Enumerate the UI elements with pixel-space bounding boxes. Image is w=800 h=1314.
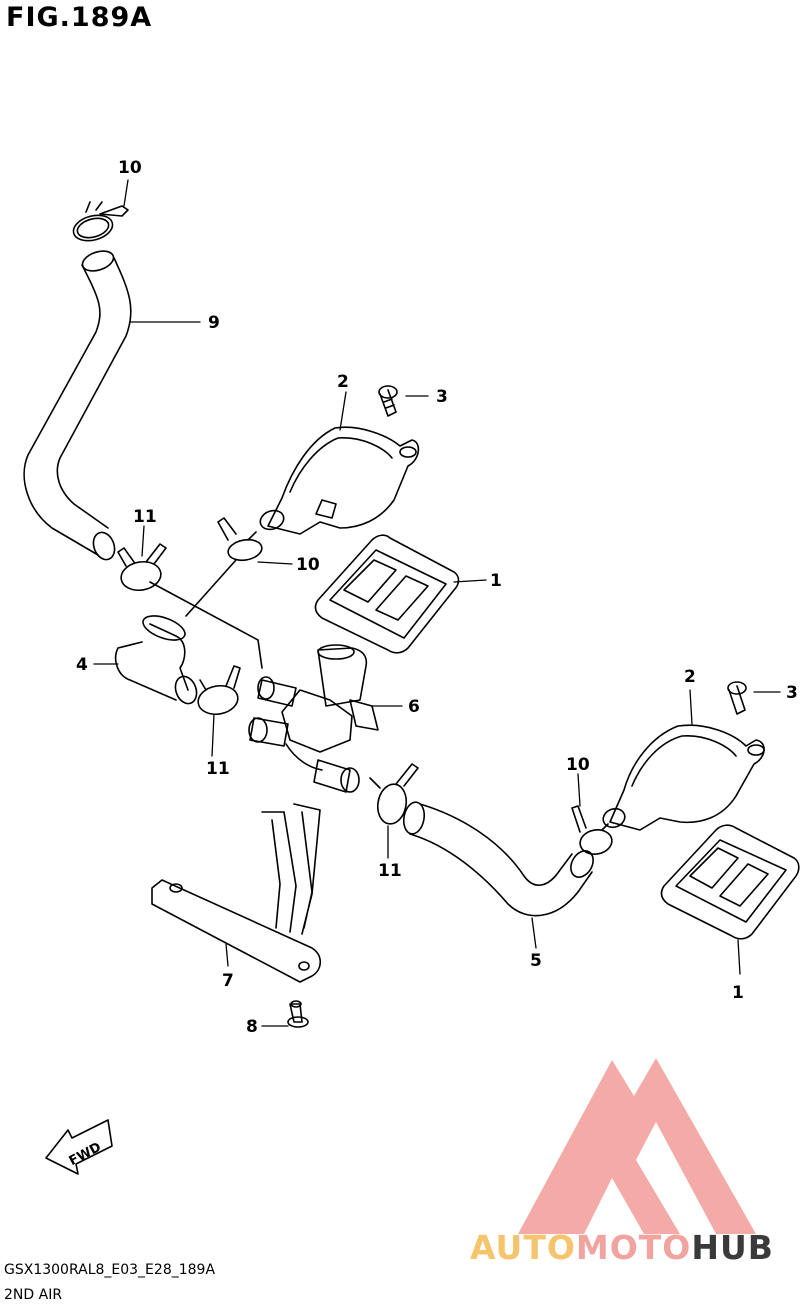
screw-part-3-upper bbox=[378, 385, 398, 417]
callout-2-upper: 2 bbox=[337, 372, 349, 392]
brand-hub: HUB bbox=[691, 1228, 774, 1267]
callout-3-right: 3 bbox=[786, 683, 798, 703]
hose-part-9 bbox=[23, 250, 132, 561]
callout-4: 4 bbox=[76, 655, 88, 675]
fwd-arrow bbox=[45, 1119, 113, 1175]
callout-8: 8 bbox=[246, 1017, 258, 1037]
callout-2-right: 2 bbox=[684, 667, 696, 687]
cover-part-2-upper bbox=[259, 426, 420, 535]
callout-9: 9 bbox=[208, 313, 220, 333]
cover-part-2-right bbox=[602, 724, 765, 831]
clip-part-10-right bbox=[571, 805, 613, 855]
callout-11-left: 11 bbox=[133, 507, 157, 527]
clip-part-11-middle bbox=[197, 665, 241, 716]
figure-title: FIG.189A bbox=[6, 2, 153, 33]
fwd-label: FWD bbox=[67, 1140, 104, 1169]
callout-5: 5 bbox=[530, 951, 542, 971]
hose-part-4 bbox=[114, 615, 198, 705]
callout-10-right: 10 bbox=[566, 755, 590, 775]
reed-plate-part-1-right bbox=[660, 824, 800, 940]
clip-part-11-left bbox=[117, 543, 167, 592]
brand-moto: MOTO bbox=[575, 1228, 692, 1267]
diagram-code: GSX1300RAL8_E03_E28_189A bbox=[4, 1262, 216, 1278]
brand-wordmark: AUTOMOTOHUB bbox=[470, 1228, 774, 1267]
valve-part-6 bbox=[248, 644, 379, 793]
screw-part-3-right bbox=[727, 681, 747, 715]
reed-plate-part-1-upper bbox=[314, 534, 460, 654]
diagram-name: 2ND AIR bbox=[4, 1287, 63, 1303]
brand-auto: AUTO bbox=[470, 1228, 576, 1267]
callout-3-upper: 3 bbox=[436, 387, 448, 407]
callout-11-middle: 11 bbox=[206, 759, 230, 779]
leader-lines bbox=[149, 559, 263, 669]
callout-1-upper: 1 bbox=[490, 571, 502, 591]
callout-6: 6 bbox=[408, 697, 420, 717]
hose-part-5 bbox=[402, 801, 594, 917]
callout-1-right: 1 bbox=[732, 983, 744, 1003]
callout-7: 7 bbox=[222, 971, 234, 991]
bolt-part-8 bbox=[287, 1000, 309, 1028]
callout-11-right: 11 bbox=[378, 861, 402, 881]
callout-10-top: 10 bbox=[118, 158, 142, 178]
clip-part-10-top bbox=[72, 201, 129, 242]
callout-numbers: 10 9 2 3 11 10 1 4 6 11 2 3 10 11 1 5 7 … bbox=[67, 158, 798, 1169]
clip-part-11-right bbox=[369, 763, 419, 825]
watermark-logo bbox=[518, 1058, 756, 1234]
bracket-part-7 bbox=[151, 803, 322, 983]
callout-leaders bbox=[93, 179, 781, 1027]
callout-10-middle: 10 bbox=[296, 555, 320, 575]
clip-part-10-middle bbox=[217, 517, 263, 562]
